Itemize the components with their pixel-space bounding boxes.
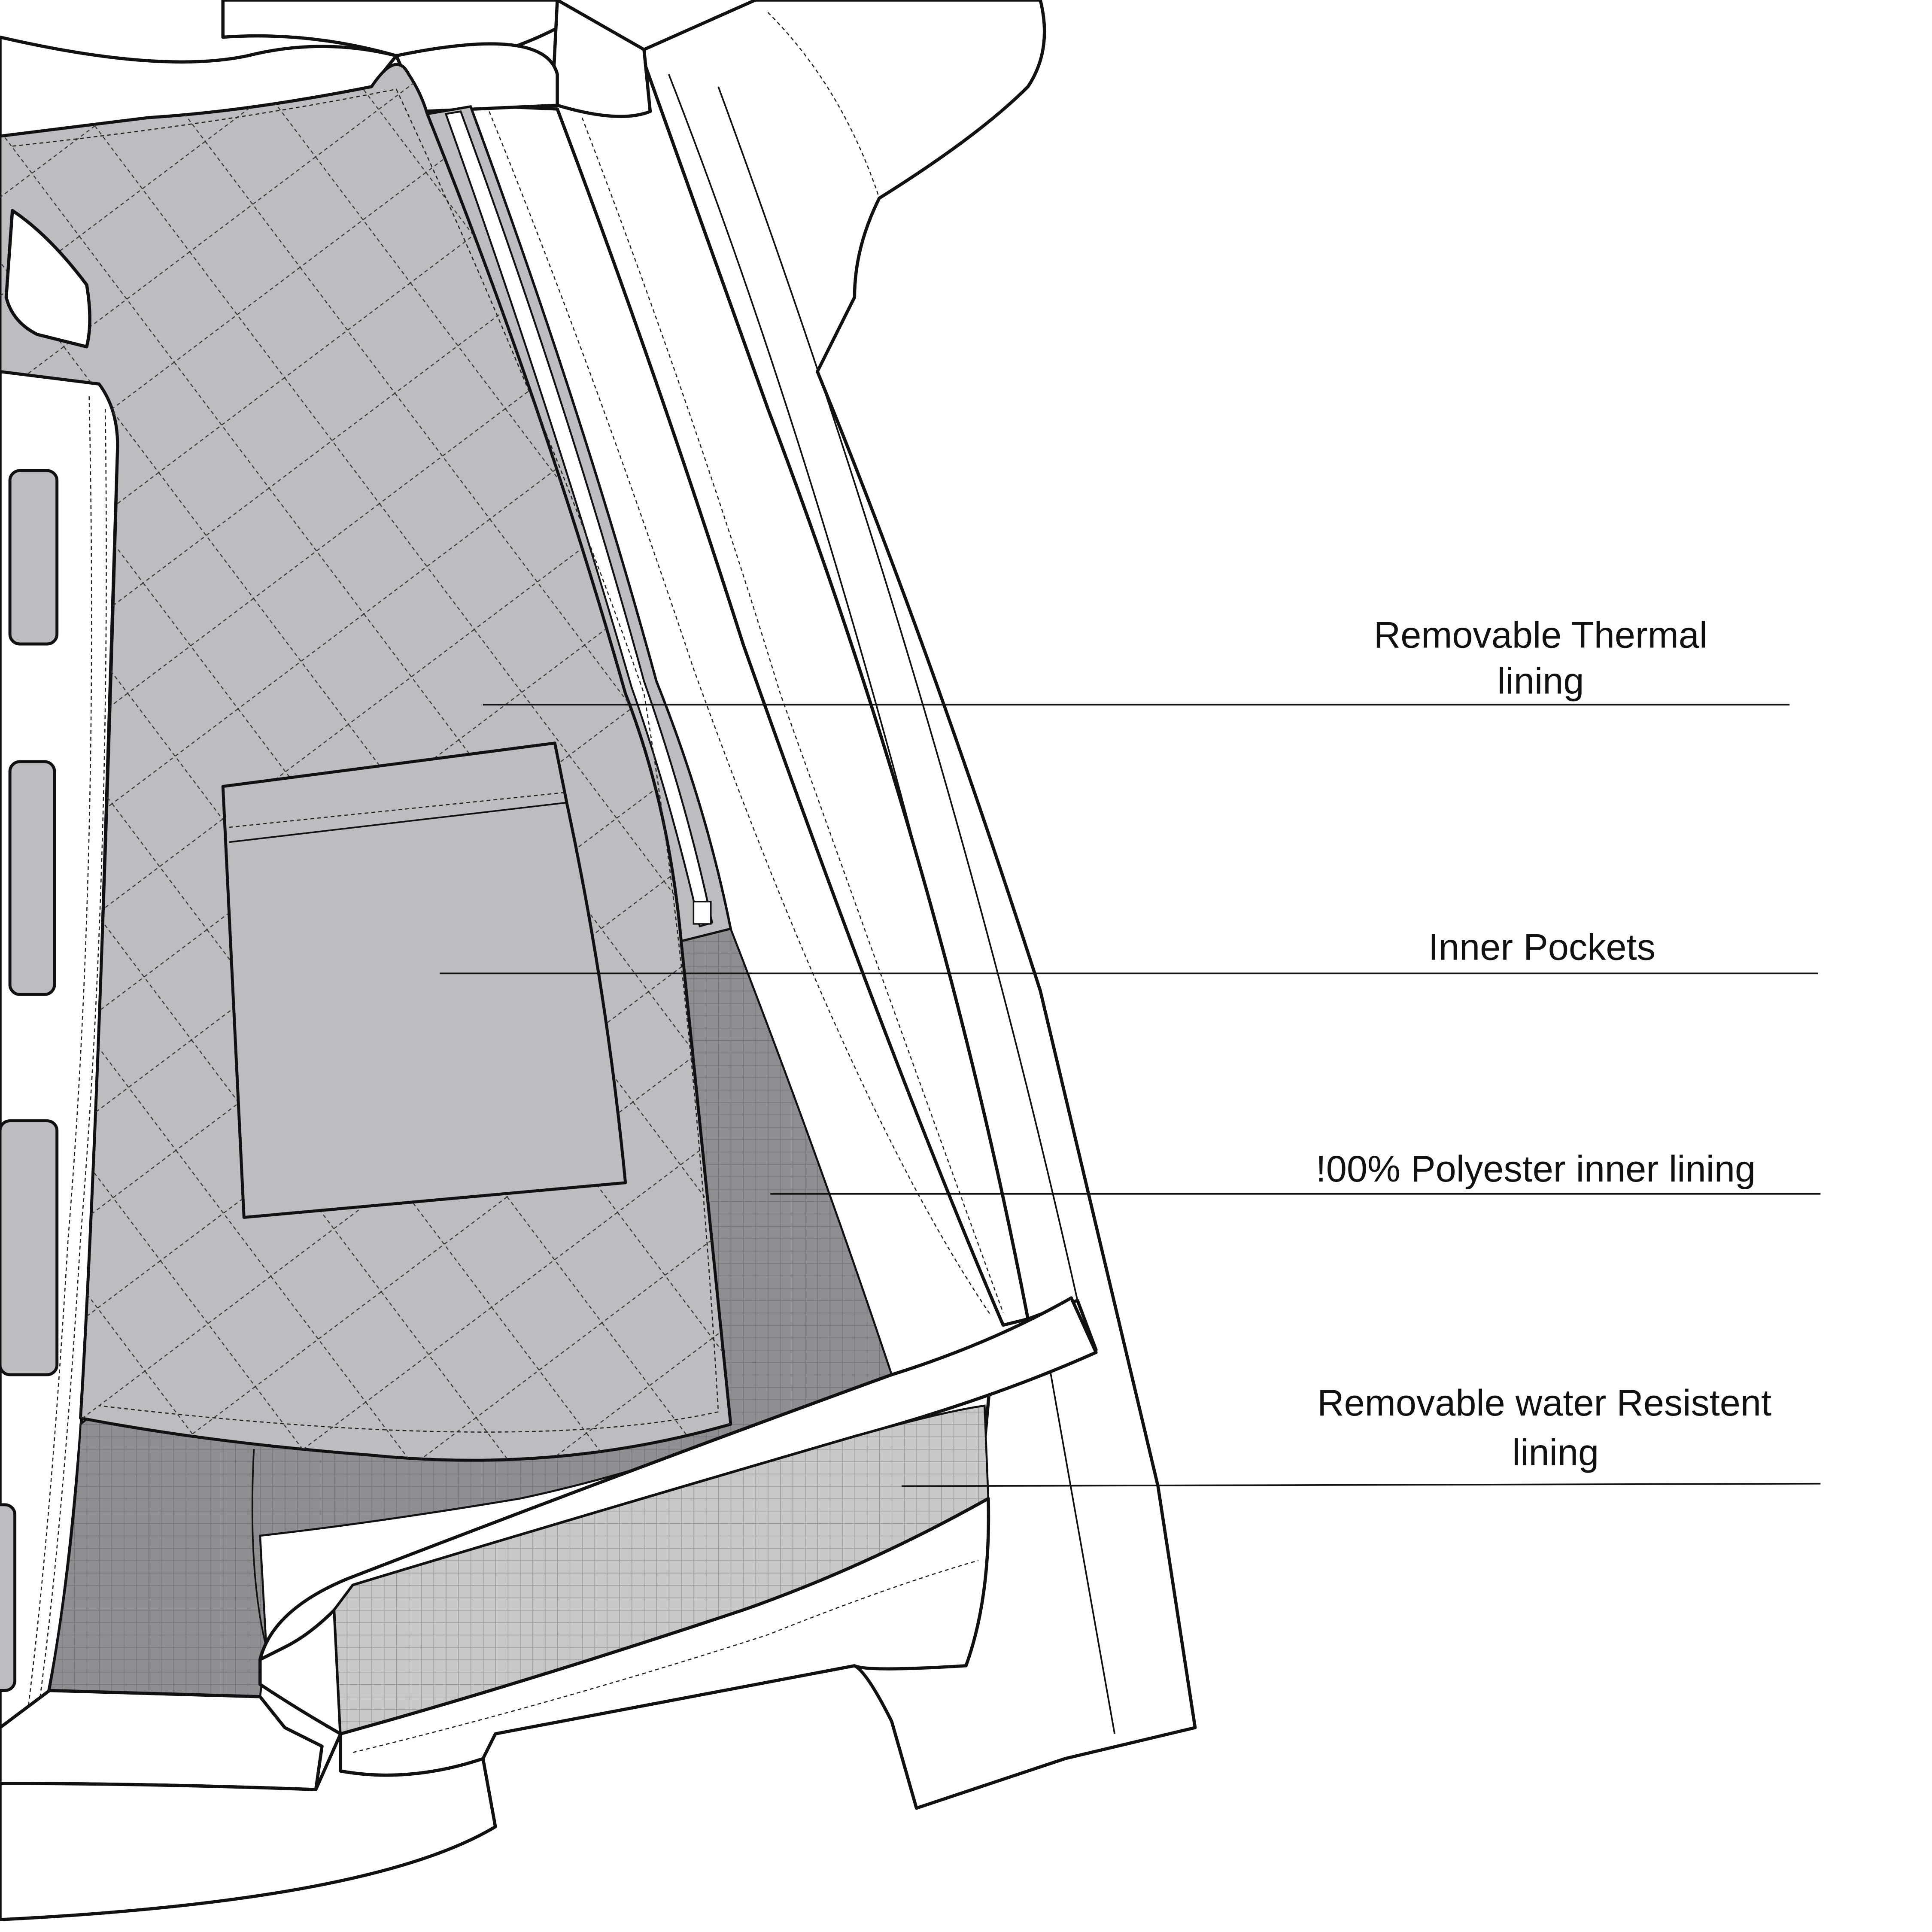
vent-slot	[8, 469, 59, 646]
leader-water	[901, 1482, 1821, 1487]
inner-pocket	[221, 741, 627, 1219]
label-thermal-line1: Removable Thermal	[1374, 615, 1707, 656]
water-resistant-lining	[333, 1404, 990, 1777]
collar	[221, 0, 652, 118]
label-water-line2: lining	[1512, 1432, 1599, 1473]
vent-slot	[0, 1503, 17, 1692]
label-polyester: !00% Polyester inner lining	[1316, 1148, 1756, 1190]
label-pockets: Inner Pockets	[1428, 927, 1656, 968]
vent-slot	[0, 1119, 59, 1376]
callout-leaders	[440, 704, 1821, 1487]
front-placket	[469, 60, 1030, 1327]
armhole	[4, 209, 91, 349]
vent-slot	[8, 760, 56, 996]
bottom-hem	[0, 1296, 1098, 1921]
label-water-line1: Removable water Resistent	[1317, 1382, 1771, 1424]
callout-labels: Removable Thermal lining Inner Pockets !…	[1316, 615, 1771, 1473]
zipper-pull-icon	[693, 901, 712, 925]
label-thermal-line2: lining	[1497, 660, 1584, 702]
